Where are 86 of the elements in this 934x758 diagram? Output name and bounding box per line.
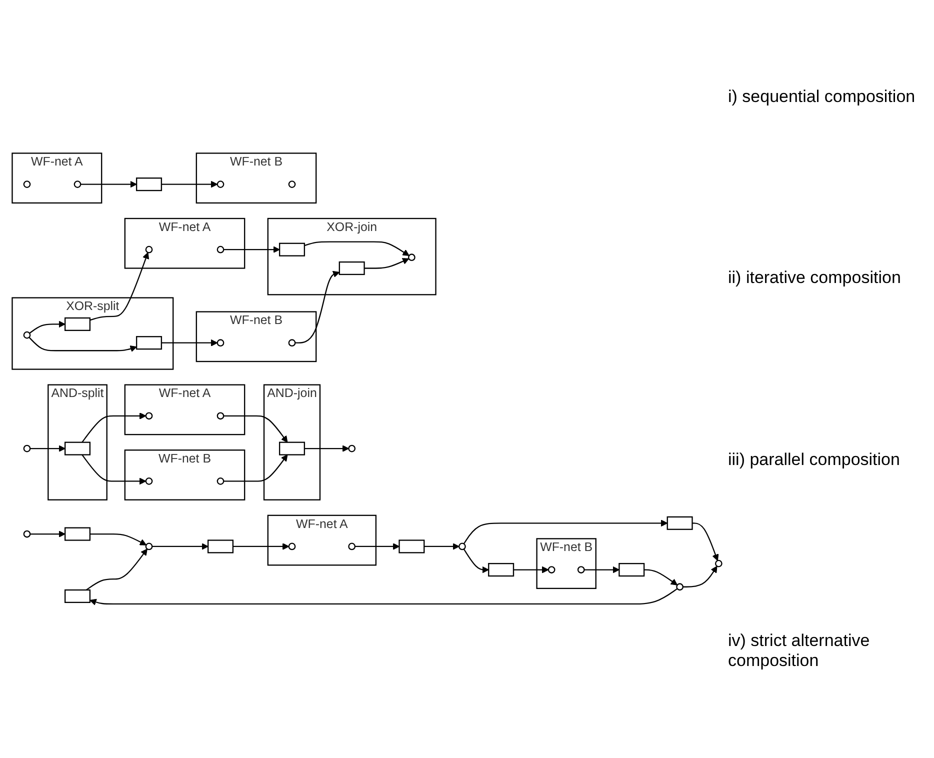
arrow bbox=[304, 242, 410, 256]
node-circle bbox=[216, 412, 224, 420]
node-circle bbox=[145, 246, 153, 254]
cluster: AND-join bbox=[263, 384, 321, 501]
node-box bbox=[64, 528, 91, 542]
arrow bbox=[30, 446, 66, 452]
arrow bbox=[29, 321, 66, 334]
cluster: WF-net B bbox=[124, 450, 246, 501]
arrow bbox=[424, 543, 460, 550]
arrow bbox=[152, 543, 208, 550]
node-box bbox=[338, 262, 365, 276]
arrow bbox=[90, 252, 150, 322]
node-circle bbox=[458, 543, 466, 551]
arrow bbox=[295, 271, 340, 344]
node-box bbox=[136, 336, 162, 350]
arrow bbox=[463, 520, 668, 545]
arrow bbox=[644, 570, 678, 586]
node-box bbox=[136, 178, 162, 192]
node-box bbox=[278, 243, 306, 257]
section-label: iii) parallel composition bbox=[728, 450, 901, 470]
cluster: WF-net A bbox=[12, 153, 102, 204]
node-box bbox=[207, 540, 234, 554]
node-circle bbox=[23, 530, 31, 538]
node-circle bbox=[577, 566, 585, 574]
arrow bbox=[82, 412, 146, 444]
cluster: XOR-split bbox=[12, 298, 174, 370]
node-circle bbox=[288, 340, 296, 347]
arrow bbox=[90, 588, 678, 606]
node-circle bbox=[145, 543, 153, 551]
node-box bbox=[64, 590, 91, 604]
cluster: WF-net B bbox=[536, 538, 596, 590]
section-label: ii) iterative composition bbox=[728, 268, 902, 288]
node-box bbox=[488, 563, 514, 577]
node-box bbox=[64, 442, 91, 456]
node-circle bbox=[23, 181, 31, 188]
arrow bbox=[80, 181, 137, 188]
section-label: i) sequential composition bbox=[728, 86, 916, 107]
arrow bbox=[682, 566, 718, 588]
node-box bbox=[278, 442, 306, 456]
node-circle bbox=[216, 246, 224, 254]
arrow bbox=[30, 531, 66, 538]
cluster: AND-split bbox=[48, 384, 108, 501]
node-circle bbox=[216, 340, 224, 347]
arrow bbox=[86, 549, 148, 591]
node-circle bbox=[348, 445, 356, 453]
arrow bbox=[514, 566, 549, 574]
arrow bbox=[364, 258, 410, 270]
node-circle bbox=[288, 181, 296, 188]
arrow bbox=[304, 446, 350, 452]
node-circle bbox=[548, 566, 556, 574]
arrow bbox=[692, 522, 719, 562]
node-circle bbox=[216, 478, 224, 486]
arrow bbox=[224, 246, 280, 254]
arrow bbox=[232, 543, 290, 550]
node-circle bbox=[348, 543, 356, 551]
node-circle bbox=[145, 478, 153, 486]
node-box bbox=[64, 318, 91, 332]
node-circle bbox=[676, 584, 684, 591]
arrow bbox=[28, 337, 137, 352]
arrow bbox=[224, 454, 288, 482]
arrow bbox=[161, 340, 218, 347]
node-circle bbox=[23, 445, 31, 453]
cluster: WF-net A bbox=[267, 515, 377, 566]
arrow bbox=[90, 534, 147, 546]
arrow bbox=[354, 543, 400, 550]
node-circle bbox=[216, 181, 224, 188]
arrow bbox=[161, 181, 218, 188]
node-circle bbox=[288, 543, 296, 551]
node-box bbox=[666, 516, 693, 530]
section-label: iv) strict alternative composition bbox=[728, 631, 871, 672]
cluster: WF-net A bbox=[124, 218, 246, 270]
node-circle bbox=[714, 560, 722, 568]
node-box bbox=[398, 540, 425, 554]
arrow bbox=[224, 416, 288, 444]
node-box bbox=[618, 563, 645, 577]
arrow bbox=[584, 566, 620, 574]
node-circle bbox=[23, 332, 31, 340]
node-circle bbox=[145, 412, 153, 420]
arrow bbox=[82, 454, 146, 485]
cluster: WF-net B bbox=[196, 312, 317, 362]
cluster: XOR-join bbox=[267, 218, 436, 296]
node-circle bbox=[408, 254, 416, 262]
cluster: WF-net B bbox=[196, 153, 317, 204]
cluster: WF-net A bbox=[124, 384, 246, 436]
node-circle bbox=[74, 181, 82, 188]
arrow bbox=[463, 549, 489, 574]
